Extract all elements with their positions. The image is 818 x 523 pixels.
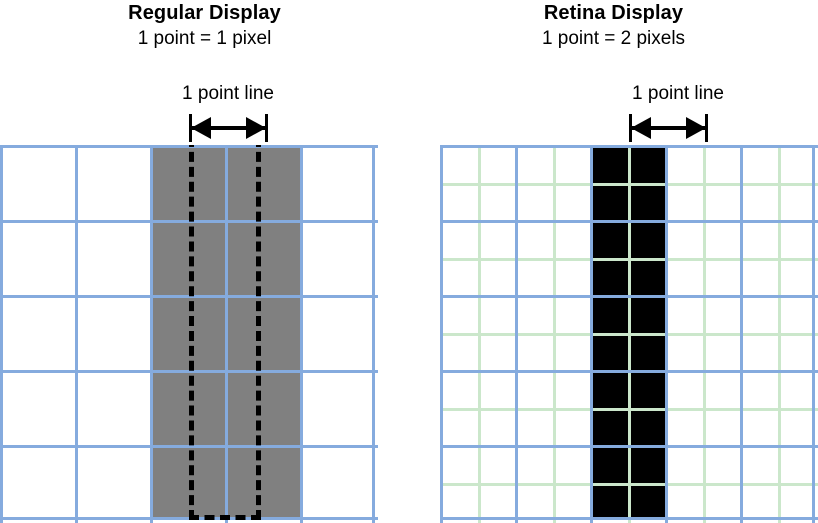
arrow-head-right-icon: [686, 117, 706, 139]
arrow-shaft-icon: [192, 126, 265, 130]
regular-display-subtitle: 1 point = 1 pixel: [137, 28, 272, 49]
measure-tick-left-icon: [189, 114, 192, 142]
grid-cell-filled: [150, 145, 225, 520]
point-grid-line-horizontal: [440, 370, 818, 373]
arrow-head-left-icon: [191, 117, 211, 139]
measure-tick-left-icon: [629, 114, 632, 142]
point-grid-line-horizontal: [440, 445, 818, 448]
point-grid-line-vertical: [812, 145, 815, 523]
point-grid-line-horizontal: [440, 517, 818, 520]
pixel-grid-line-horizontal: [440, 482, 818, 486]
point-grid-line-vertical: [665, 145, 668, 523]
regular-display-title: Regular Display: [128, 2, 281, 24]
grid-line-vertical: [372, 145, 375, 523]
point-grid-line-vertical: [515, 145, 518, 523]
retina-display-grid: [440, 145, 818, 523]
point-grid-line-horizontal: [440, 295, 818, 298]
regular-measure-label: 1 point line: [182, 83, 274, 104]
retina-measurement-arrow: [629, 114, 708, 142]
grid-line-vertical: [75, 145, 78, 523]
point-grid-line-horizontal: [440, 145, 818, 148]
grid-line-vertical: [0, 145, 3, 523]
regular-measurement-arrow: [189, 114, 268, 142]
pixel-grid-line-horizontal: [440, 332, 818, 336]
arrow-head-left-icon: [631, 117, 651, 139]
point-grid-line-horizontal: [440, 220, 818, 223]
regular-display-grid: [0, 145, 378, 523]
retina-display-subtitle: 1 point = 2 pixels: [541, 28, 686, 49]
arrow-head-right-icon: [246, 117, 266, 139]
measure-tick-right-icon: [265, 114, 268, 142]
pixel-grid-line-horizontal: [440, 257, 818, 261]
panel-retina-display: Retina Display 1 point = 2 pixels 1 poin…: [409, 0, 818, 523]
grid-line-vertical: [225, 145, 228, 523]
point-grid-line-vertical: [590, 145, 593, 523]
grid-line-vertical: [150, 145, 153, 523]
measure-tick-right-icon: [705, 114, 708, 142]
point-grid-line-vertical: [740, 145, 743, 523]
pixel-grid-line-horizontal: [440, 182, 818, 186]
retina-display-title: Retina Display: [543, 2, 684, 24]
one-point-line-dashed-outline: [189, 145, 261, 520]
pixel-grid-line-horizontal: [440, 407, 818, 411]
panel-regular-display: Regular Display 1 point = 1 pixel 1 poin…: [0, 2, 378, 523]
arrow-shaft-icon: [632, 126, 705, 130]
grid-cell-filled: [225, 145, 300, 520]
retina-measure-label: 1 point line: [632, 83, 724, 104]
grid-line-vertical: [300, 145, 303, 523]
point-grid-line-vertical: [440, 145, 443, 523]
